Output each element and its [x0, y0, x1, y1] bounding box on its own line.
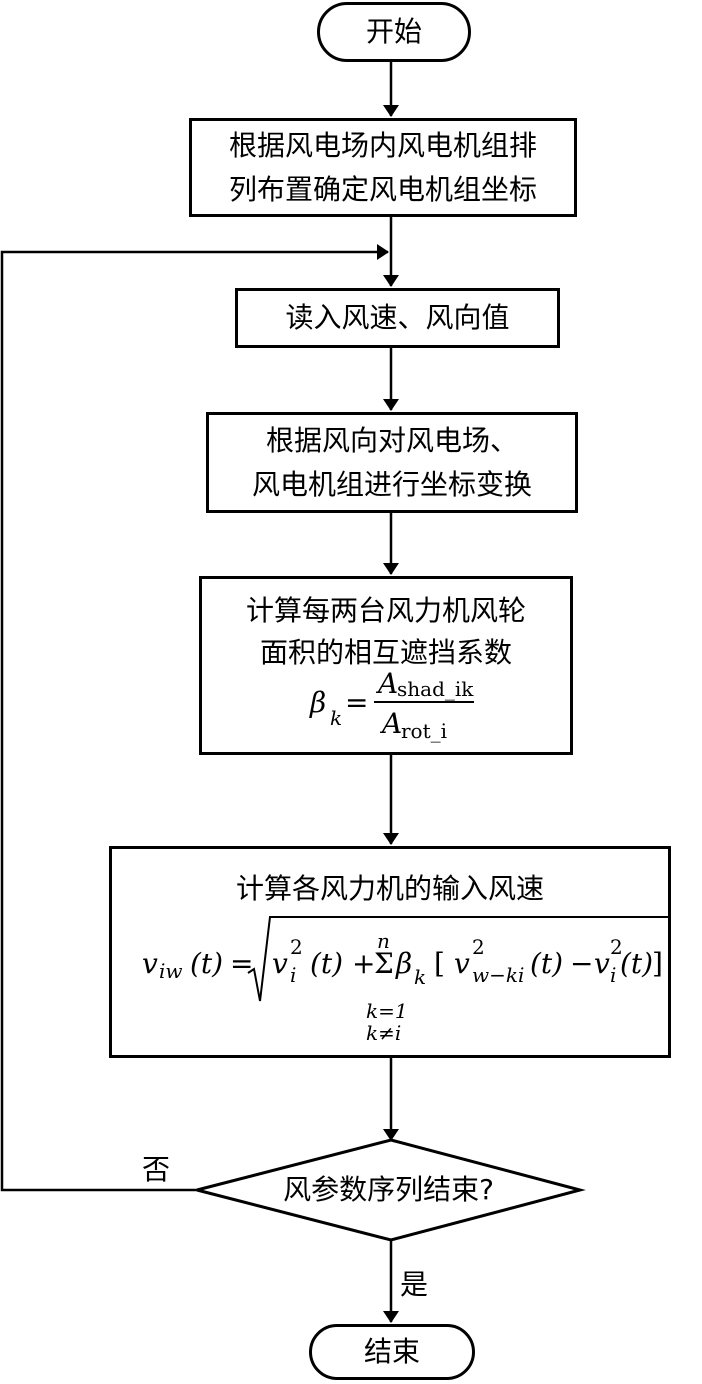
step3-line1: 根据风向对风电场、: [265, 423, 518, 457]
f5-v2-sup: 2: [472, 935, 485, 959]
formula-den-sub: rot_i: [401, 719, 448, 743]
step1-box: 根据风电场内风电机组排 列布置确定风电机组坐标: [189, 118, 577, 217]
step5-box: 计算各风力机的输入风速 v iw (t) = v 2 i (t) + n Σ k…: [109, 846, 671, 1058]
f5-beta: β: [396, 947, 413, 980]
step5-title: 计算各风力机的输入风速: [235, 872, 544, 905]
end-label: 结束: [363, 1335, 420, 1368]
formula-eq: =: [345, 686, 369, 719]
yes-branch-label: 是: [400, 1268, 429, 1301]
square-root-sign: [247, 916, 670, 1002]
f5-sum-top: n: [377, 929, 390, 953]
formula-den-a: A: [382, 707, 403, 740]
formula-beta: β: [310, 686, 327, 719]
step1-line1: 根据风电场内风电机组排: [228, 128, 537, 162]
f5-t1: (t): [310, 947, 344, 980]
f5-v1-sup: 2: [290, 935, 303, 959]
step2-box: 读入风速、风向值: [235, 288, 560, 348]
start-label: 开始: [365, 15, 422, 48]
step4-line1: 计算每两台风力机风轮: [245, 594, 526, 627]
f5-v-lhs-sub: iw: [159, 959, 183, 983]
step1-line2: 列布置确定风电机组坐标: [228, 172, 537, 206]
f5-lbracket: [: [434, 947, 445, 980]
formula-num-sub: shad_ik: [397, 677, 474, 701]
step4-box: 计算每两台风力机风轮 面积的相互遮挡系数 β k = A shad_ik A r…: [199, 576, 573, 755]
f5-plus: +: [352, 947, 376, 980]
step3-line2: 风电机组进行坐标变换: [251, 467, 532, 501]
step4-line2: 面积的相互遮挡系数: [259, 636, 512, 669]
loop-back-line: [0, 244, 389, 1192]
f5-v3-sup: 2: [610, 935, 623, 959]
f5-t2: (t): [530, 947, 564, 980]
f5-v2-sub: w−ki: [472, 963, 525, 987]
f5-sum-bottom2: k≠i: [366, 1021, 402, 1045]
no-branch-label: 否: [142, 1153, 171, 1186]
f5-rbracket: ]: [652, 947, 663, 980]
f5-v1: v: [272, 947, 288, 980]
fraction-bar: [374, 701, 474, 703]
f5-beta-sub: k: [414, 965, 427, 989]
input-wind-speed-formula: v iw (t) = v 2 i (t) + n Σ k=1 k≠i β k […: [112, 849, 670, 1055]
f5-v-lhs: v: [142, 947, 158, 980]
f5-sum: Σ: [374, 947, 394, 980]
f5-t3: (t): [620, 947, 654, 980]
step3-box: 根据风向对风电场、 风电机组进行坐标变换: [206, 412, 578, 513]
f5-v2: v: [454, 947, 470, 980]
formula-num-a: A: [378, 667, 399, 700]
f5-eq: =: [230, 947, 254, 980]
end-terminal: 结束: [309, 1324, 475, 1380]
shading-coefficient-formula: β k = A shad_ik A rot_i: [202, 579, 570, 752]
f5-sum-bottom1: k=1: [366, 999, 408, 1023]
f5-v1-sub: i: [290, 963, 297, 987]
f5-t-lhs: (t): [190, 947, 224, 980]
decision-label: 风参数序列结束?: [283, 1173, 494, 1206]
f5-v3-sub: i: [610, 963, 617, 987]
f5-v3: v: [594, 947, 610, 980]
f5-minus: −: [570, 947, 594, 980]
step2-label: 读入风速、风向值: [285, 301, 510, 334]
start-terminal: 开始: [317, 2, 471, 62]
formula-beta-sub: k: [330, 706, 343, 730]
